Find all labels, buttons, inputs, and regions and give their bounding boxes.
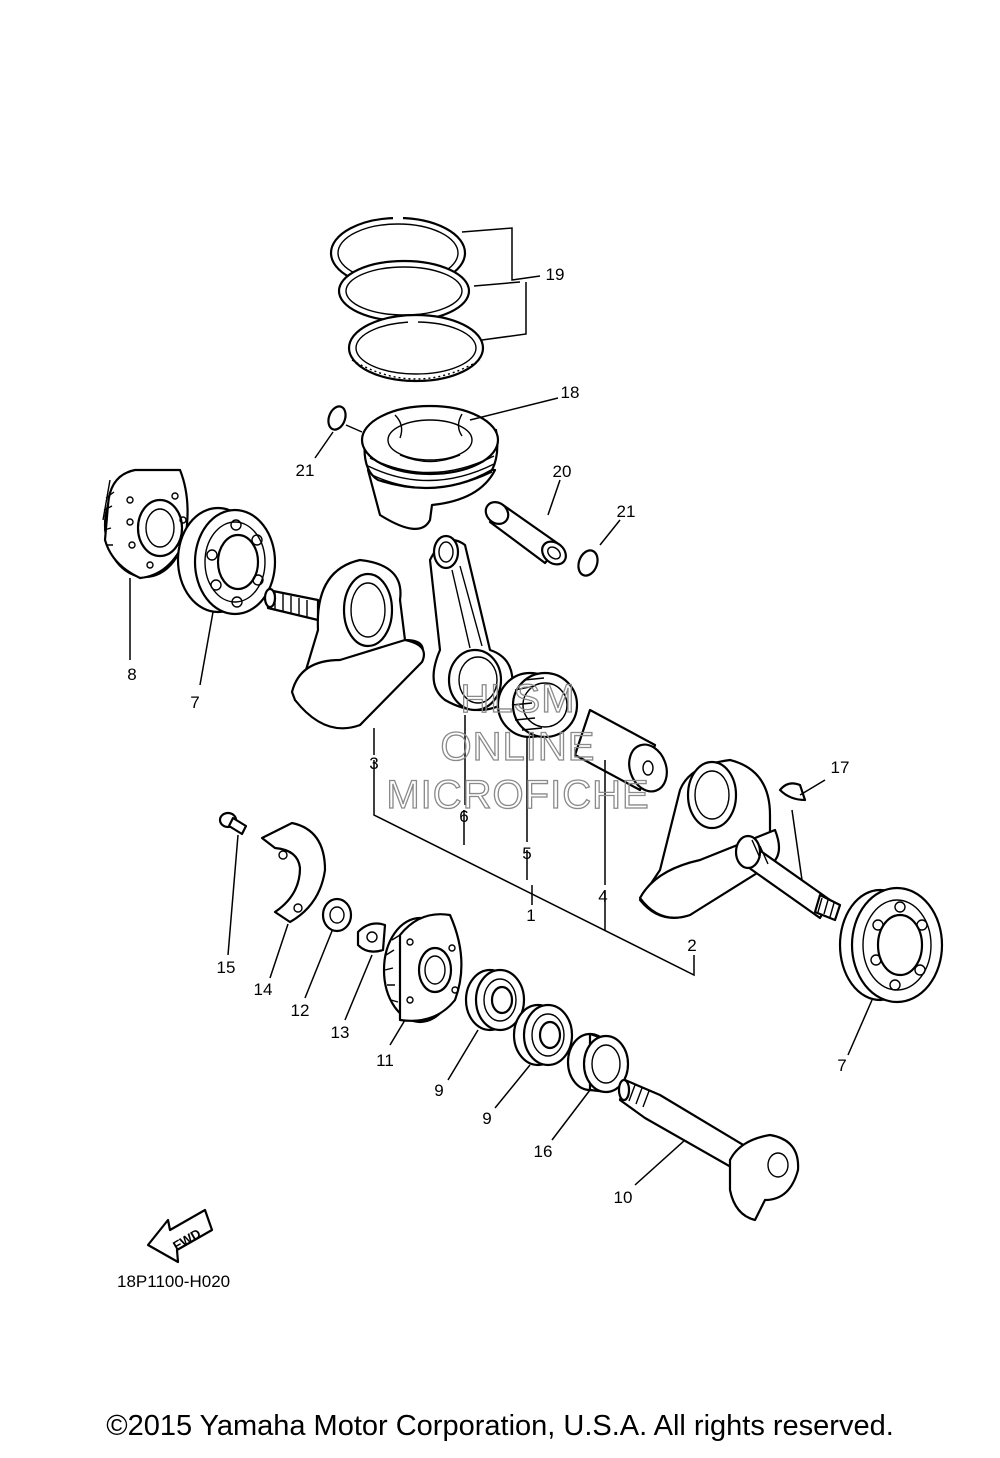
crank-web-left[interactable] bbox=[263, 558, 426, 730]
callout-16[interactable]: 16 bbox=[534, 1142, 553, 1161]
balancer-bearing-1[interactable] bbox=[464, 968, 526, 1032]
bolt[interactable] bbox=[218, 811, 248, 836]
main-bearing-right[interactable] bbox=[838, 886, 944, 1004]
callout-13[interactable]: 13 bbox=[331, 1023, 350, 1042]
balancer-needle-bearing[interactable] bbox=[566, 1032, 630, 1094]
callout-3[interactable]: 3 bbox=[369, 754, 378, 773]
callout-12[interactable]: 12 bbox=[291, 1001, 310, 1020]
lock-washer[interactable] bbox=[356, 922, 387, 953]
callout-21-left[interactable]: 21 bbox=[296, 461, 315, 480]
callout-1[interactable]: 1 bbox=[526, 906, 535, 925]
callout-7-left[interactable]: 7 bbox=[190, 693, 199, 712]
copyright-notice: ©2015 Yamaha Motor Corporation, U.S.A. A… bbox=[106, 1410, 894, 1442]
watermark-line-2: ONLINE bbox=[441, 725, 596, 769]
balancer-drive-gear[interactable] bbox=[382, 913, 463, 1024]
woodruff-key[interactable] bbox=[778, 782, 807, 802]
watermark-line-3: MICROFICHE bbox=[386, 773, 649, 817]
balancer-weight[interactable] bbox=[260, 821, 327, 924]
piston[interactable] bbox=[360, 404, 500, 530]
circlip-left[interactable] bbox=[325, 404, 363, 433]
diagram-code: 18P1100-H020 bbox=[117, 1272, 230, 1291]
callout-7-right[interactable]: 7 bbox=[837, 1056, 846, 1075]
callout-10[interactable]: 10 bbox=[614, 1188, 633, 1207]
callout-20[interactable]: 20 bbox=[553, 462, 572, 481]
balancer-shaft[interactable] bbox=[617, 1078, 800, 1222]
callout-19[interactable]: 19 bbox=[546, 265, 565, 284]
callout-21-right[interactable]: 21 bbox=[617, 502, 636, 521]
callout-2[interactable]: 2 bbox=[687, 936, 696, 955]
hlsm-watermark: HLSM ONLINE MICROFICHE bbox=[386, 676, 650, 817]
nut[interactable] bbox=[321, 897, 353, 933]
callout-8[interactable]: 8 bbox=[127, 665, 136, 684]
crank-web-right[interactable] bbox=[638, 758, 842, 922]
callout-17[interactable]: 17 bbox=[831, 758, 850, 777]
callout-18[interactable]: 18 bbox=[561, 383, 580, 402]
piston-rings[interactable] bbox=[329, 213, 485, 383]
balancer-bearing-2[interactable] bbox=[512, 1003, 574, 1067]
callout-14[interactable]: 14 bbox=[254, 980, 273, 999]
callout-labels: 1 2 3 4 5 6 7 7 8 9 9 10 11 12 13 14 15 … bbox=[127, 265, 849, 1207]
main-bearing-left[interactable] bbox=[176, 506, 277, 616]
callout-4[interactable]: 4 bbox=[598, 887, 607, 906]
forward-direction-arrow: FWD bbox=[146, 1208, 214, 1264]
callout-11[interactable]: 11 bbox=[376, 1051, 394, 1070]
needle-bearing[interactable] bbox=[496, 671, 579, 739]
callout-9-second[interactable]: 9 bbox=[482, 1109, 491, 1128]
callout-5[interactable]: 5 bbox=[522, 844, 531, 863]
crank-pin[interactable] bbox=[573, 708, 673, 797]
connecting-rod[interactable] bbox=[428, 534, 514, 712]
callout-15[interactable]: 15 bbox=[217, 958, 236, 977]
circlip-right[interactable] bbox=[575, 548, 601, 579]
crank-gear[interactable] bbox=[102, 468, 189, 580]
callout-6[interactable]: 6 bbox=[459, 807, 468, 826]
watermark-line-1: HLSM bbox=[460, 677, 575, 721]
callout-9-first[interactable]: 9 bbox=[434, 1081, 443, 1100]
piston-pin[interactable] bbox=[481, 498, 570, 569]
